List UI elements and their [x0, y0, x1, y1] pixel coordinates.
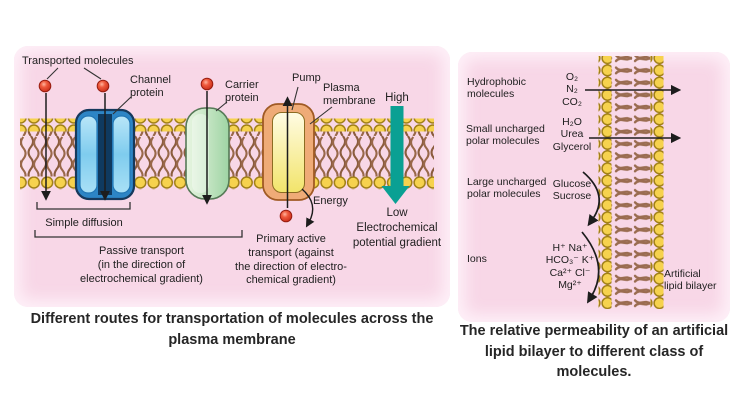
label-simple-diffusion: Simple diffusion [45, 217, 123, 229]
energy-arrow [301, 188, 315, 228]
label-pump: Pump [292, 72, 321, 84]
label-large-uncharged-polar: Large uncharged polar molecules [467, 176, 547, 201]
figure-bilayer-permeability: Hydrophobic molecules O₂ N₂ CO₂ Small un… [458, 52, 730, 322]
artificial-bilayer [598, 56, 664, 309]
label-small-uncharged-polar: Small uncharged polar molecules [466, 123, 545, 148]
molecules-ions: H⁺ Na⁺ HCO₃⁻ K⁺ Ca²⁺ Cl⁻ Mg²⁺ [545, 242, 595, 292]
pointer-lines [46, 67, 333, 125]
blocked-arrow-large-polar [582, 171, 601, 227]
label-transported-molecules: Transported molecules [22, 55, 134, 67]
label-channel-protein: Channel protein [130, 74, 171, 100]
transported-molecule-icons [38, 77, 293, 223]
molecules-hydrophobic: O₂ N₂ CO₂ [562, 71, 582, 108]
label-carrier-protein: Carrier protein [225, 79, 259, 105]
brackets [34, 202, 243, 238]
membrane-transport-graphics [20, 67, 434, 238]
bracket-simple-diffusion [36, 202, 131, 210]
label-primary-active-transport: Primary active transport (against the di… [235, 233, 347, 287]
label-artificial-lipid-bilayer: Artificial lipid bilayer [664, 268, 717, 293]
label-low: Low [386, 207, 408, 219]
label-energy: Energy [313, 195, 348, 207]
label-high: High [385, 92, 409, 104]
bracket-passive-transport [34, 230, 243, 238]
left-figure-caption: Different routes for transportation of m… [30, 311, 434, 348]
blocked-arrow-ions [581, 231, 600, 304]
label-passive-transport: Passive transport (in the direction of e… [80, 245, 203, 285]
label-electrochemical-gradient: Electrochemical potential gradient [352, 222, 442, 249]
label-hydrophobic-molecules: Hydrophobic molecules [467, 76, 526, 101]
molecules-large-polar: Glucose Sucrose [552, 178, 592, 203]
label-ions: Ions [467, 253, 487, 265]
pump-shape [262, 103, 315, 201]
molecules-small-polar: H₂O Urea Glycerol [552, 116, 592, 153]
permeability-graphics [581, 56, 682, 309]
figure-membrane-transport: Transported molecules Channel protein Ca… [14, 46, 450, 307]
label-plasma-membrane: Plasma membrane [323, 82, 376, 108]
gradient-arrow-icon [381, 106, 410, 204]
right-figure-caption: The relative permeability of an artifici… [459, 323, 729, 381]
diffusion-arrows [41, 91, 293, 208]
